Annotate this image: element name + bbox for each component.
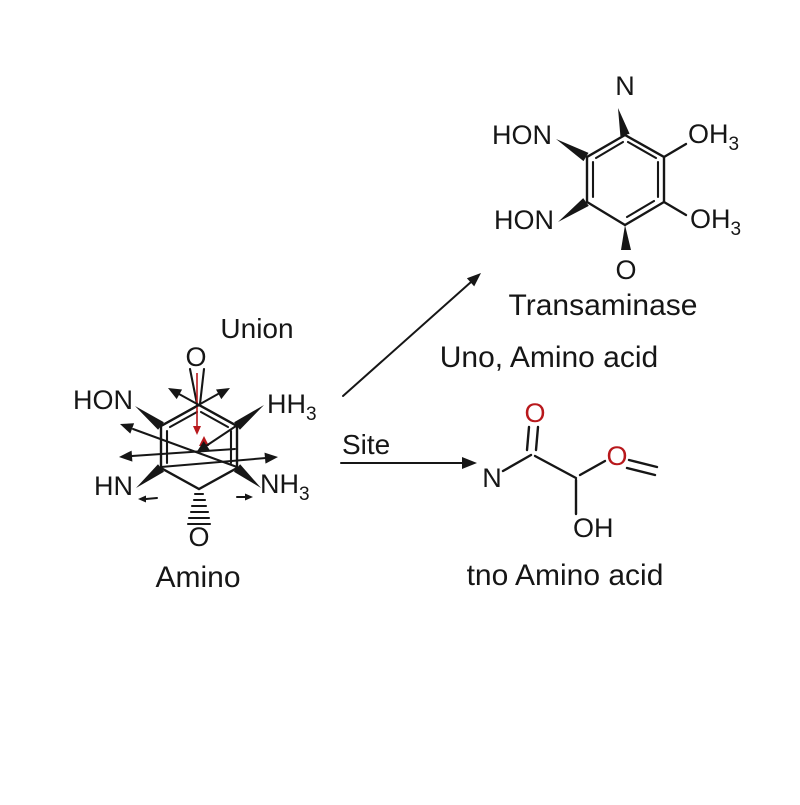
top-product-lower-right-group: OH3 <box>690 204 741 240</box>
substrate-ring <box>159 403 239 491</box>
top-product-upper-left-group: HON <box>492 120 552 150</box>
double-bond-line <box>534 425 540 452</box>
arrow-up-right <box>160 393 219 427</box>
arrow-up-left <box>178 393 238 427</box>
arrowhead-icon <box>120 423 135 434</box>
single-bond <box>578 459 607 477</box>
double-bond-line <box>525 425 531 452</box>
single-bond <box>662 200 688 217</box>
double-bond-line <box>627 458 659 469</box>
top-product-bottom-atom: O <box>615 255 636 285</box>
double-bond-line <box>625 199 656 219</box>
single-bond <box>533 454 578 480</box>
red-center-arrowhead-icon <box>193 426 201 435</box>
bottom-product-ester-atom: O <box>606 441 627 471</box>
substrate-upper-right-group: HH3 <box>267 389 317 425</box>
arrowhead-icon <box>168 388 183 400</box>
arrowhead-icon <box>466 273 481 287</box>
top-o-bond-line <box>188 367 199 406</box>
top-product-subtitle: Uno, Amino acid <box>440 341 658 374</box>
substrate-title: Amino <box>155 561 240 594</box>
wedge-bond <box>234 405 264 430</box>
substrate-bottom-atom: O <box>188 522 209 552</box>
substrate-upper-left-group: HON <box>73 385 133 415</box>
site-arrow-label: Site <box>342 429 390 460</box>
red-triangle-marker-icon <box>199 436 209 446</box>
double-bond-line <box>199 410 230 429</box>
hashed-bond <box>186 492 212 526</box>
arrow-to-top-product <box>342 281 472 397</box>
double-bond-line <box>168 410 199 429</box>
single-bond <box>501 453 533 473</box>
arrowhead-icon <box>264 452 278 464</box>
top-product-lower-left-group: HON <box>494 205 554 235</box>
bottom-product-molecule: N O O OH tno Amino acid <box>467 398 664 592</box>
double-bond-line <box>594 140 625 160</box>
top-o-bond-line <box>198 367 206 406</box>
wedge-bond <box>618 108 630 137</box>
substrate-lower-right-group: NH3 <box>260 469 310 505</box>
top-product-ring <box>585 133 666 227</box>
single-bond <box>662 142 688 159</box>
substrate-top-atom: O <box>185 342 206 372</box>
arrowhead-icon <box>196 441 210 453</box>
top-product-top-atom: N <box>615 71 635 101</box>
arrow-right <box>160 457 267 468</box>
substrate-molecule: O HON HH3 HN NH3 O Union Amino <box>73 313 317 594</box>
arrowhead-icon <box>245 493 253 501</box>
wedge-bond <box>233 464 261 488</box>
wedge-bond <box>556 139 589 162</box>
bottom-product-carbonyl-atom: O <box>524 398 545 428</box>
bottom-product-left-atom: N <box>482 463 502 493</box>
top-product-molecule: N HON HON OH3 OH3 O Transaminase Uno, Am… <box>440 71 741 374</box>
wedge-bond <box>136 464 164 488</box>
bottom-product-title: tno Amino acid <box>467 559 664 592</box>
arrow-inward <box>205 425 237 447</box>
substrate-top-annotation: Union <box>220 313 293 344</box>
top-product-upper-right-group: OH3 <box>688 119 739 155</box>
top-product-title: Transaminase <box>509 289 698 322</box>
arrow-small-left <box>145 497 158 500</box>
reaction-arrows: Site <box>340 273 481 469</box>
wedge-bond <box>135 406 164 430</box>
wedge-bond <box>558 198 589 222</box>
substrate-lower-left-group: HN <box>94 471 133 501</box>
arrow-left-lower <box>131 448 236 457</box>
wedge-bond <box>621 225 631 250</box>
double-bond-line <box>626 140 658 160</box>
bottom-product-hydroxyl-group: OH <box>573 513 614 543</box>
arrowhead-icon <box>119 450 133 462</box>
arrowhead-icon <box>216 388 230 400</box>
arrow-left-upper <box>132 428 238 468</box>
arrowhead-icon <box>462 457 477 469</box>
arrowhead-icon <box>138 495 146 503</box>
radiating-arrows <box>119 388 278 503</box>
double-bond-line <box>625 466 657 477</box>
